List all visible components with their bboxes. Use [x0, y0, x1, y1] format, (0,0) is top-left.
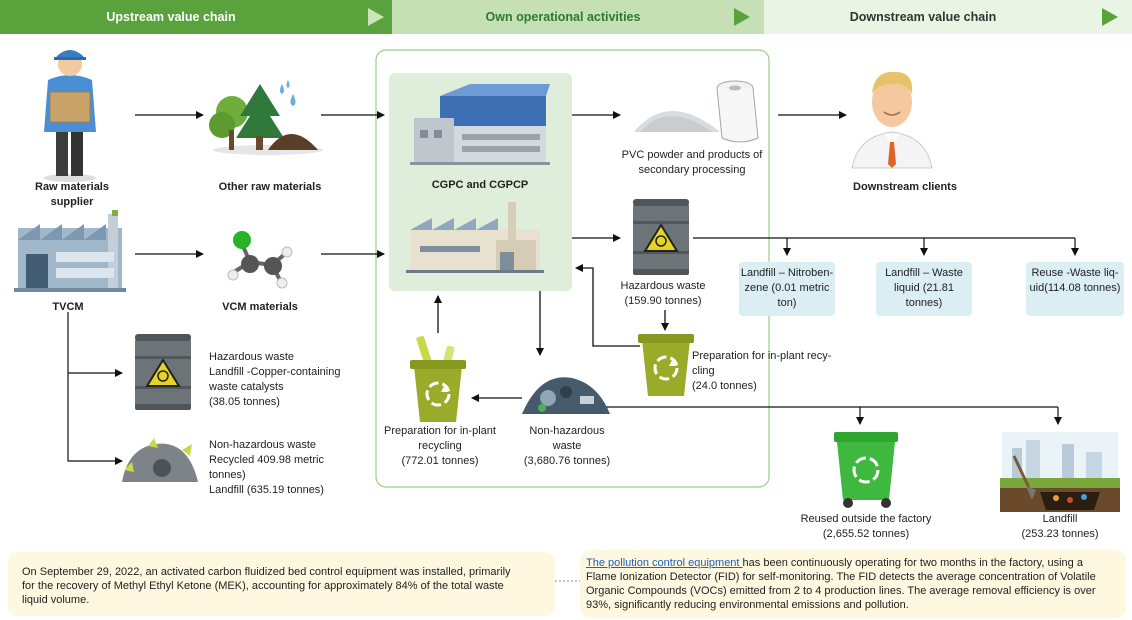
reused-outside-title: Reused outside the factory: [800, 513, 932, 525]
tvcm-nonhaz-line4: Landfill (635.19 tonnes): [209, 484, 324, 496]
raw-supplier-label: Raw materials supplier: [35, 181, 109, 208]
waste-pile-icon: [522, 377, 610, 414]
recycle-bin-with-bottles-icon: [408, 335, 468, 424]
arrow-tvcm-nonhaz: [67, 312, 123, 465]
tvcm-haz-line3: waste catalysts: [209, 381, 284, 393]
nitro-line3: ton): [777, 297, 797, 309]
note-right-line1: has been continuously operating for two …: [742, 557, 1083, 569]
chevron-right-icon: [1102, 8, 1118, 26]
pollution-control-link[interactable]: The pollution control equipment: [586, 557, 743, 569]
header-downstream-label: Downstream value chain: [849, 10, 997, 24]
pvc-powder-icon: [634, 80, 759, 143]
header-upstream: Upstream value chain: [0, 0, 392, 34]
prep-inplant-line1: Preparation for in-plant recy-: [692, 350, 832, 362]
tvcm-nonhaz-line1: Non-hazardous waste: [209, 439, 317, 451]
cgpc-factory-icon: [410, 84, 550, 165]
cgpc-label: CGPC and CGPCP: [431, 179, 529, 191]
box-reuse-waste-liquid: Reuse -Waste liq- uid(114.08 tonnes): [1026, 262, 1124, 316]
prep-inplant-label: Preparation for in-plant recy- cling (24…: [692, 349, 852, 394]
prep-inplant-line2: cling: [692, 365, 715, 377]
note-left-line3: liquid volume.: [22, 594, 90, 606]
tvcm-hazardous-text: Hazardous waste Landfill -Copper-contain…: [209, 350, 369, 410]
tvcm-nonhaz-line2: Recycled 409.98 metric: [209, 454, 324, 466]
header-own: Own operational activities: [392, 0, 764, 34]
tvcm-nonhaz-line3: tonnes): [209, 469, 246, 481]
note-left-line2: for the recovery of Methyl Ethyl Ketone …: [22, 580, 504, 592]
prep-recycling-label: Preparation for in-plant recycling (772.…: [376, 424, 504, 469]
note-left-line1: On September 29, 2022, an activated carb…: [22, 566, 511, 578]
landfill-amount: (253.23 tonnes): [1021, 528, 1099, 540]
reused-outside-label: Reused outside the factory (2,655.52 ton…: [790, 512, 942, 542]
arrow-prep-to-cgpc: [575, 264, 640, 347]
header-own-label: Own operational activities: [485, 10, 641, 24]
rock-pile-icon: [122, 438, 198, 482]
molecule-icon: [227, 231, 293, 289]
tvcm-factory-icon: [14, 210, 126, 292]
box-landfill-nitrobenzene: Landfill – Nitroben- zene (0.01 metric t…: [739, 262, 835, 316]
note-right-line3: Organic Compounds (VOCs) emitted from 2 …: [586, 585, 1096, 597]
vcm-label: VCM materials: [222, 301, 298, 313]
note-right-line2: Flame Ionization Detector (FID) for self…: [586, 571, 1096, 583]
tvcm-haz-line1: Hazardous waste: [209, 351, 294, 363]
hazardous-barrel-icon: [632, 198, 690, 276]
prep-recycling-line2: recycling: [418, 440, 462, 452]
pvc-label: PVC powder and products of secondary pro…: [621, 149, 763, 176]
nitro-line2: zene (0.01 metric: [744, 282, 830, 294]
nonhaz-line2: waste: [552, 440, 582, 452]
nitro-line1: Landfill – Nitroben-: [740, 267, 834, 279]
other-raw-label: Other raw materials: [218, 181, 322, 193]
hazardous-barrel-icon: [134, 333, 192, 411]
hazardous-waste-label: Hazardous waste (159.90 tonnes): [606, 279, 720, 309]
clients-label: Downstream clients: [853, 181, 957, 193]
reused-outside-amount: (2,655.52 tonnes): [822, 528, 910, 540]
liquid-line2: liquid (21.81: [894, 282, 954, 294]
note-pollution-control: The pollution control equipment has been…: [580, 550, 1126, 618]
chevron-right-icon: [734, 8, 750, 26]
nonhaz-label: Non-hazardous waste (3,680.76 tonnes): [512, 424, 622, 469]
landfill-icon: [1000, 432, 1120, 512]
reuse-line2: uid(114.08 tonnes): [1029, 282, 1121, 294]
prep-recycling-amount: (772.01 tonnes): [401, 455, 479, 467]
liquid-line3: tonnes): [905, 297, 943, 309]
tvcm-label: TVCM: [52, 301, 84, 313]
prep-recycling-line1: Preparation for in-plant: [384, 425, 496, 437]
nonhaz-amount: (3,680.76 tonnes): [523, 455, 611, 467]
prep-inplant-amount: (24.0 tonnes): [692, 380, 757, 392]
tvcm-nonhaz-text: Non-hazardous waste Recycled 409.98 metr…: [209, 438, 369, 498]
header-downstream: Downstream value chain: [764, 0, 1132, 34]
note-mek-recovery: On September 29, 2022, an activated carb…: [8, 552, 555, 616]
header-upstream-label: Upstream value chain: [106, 10, 236, 24]
reuse-line1: Reuse -Waste liq-: [1031, 267, 1119, 279]
note-right-line4: 93%, significantly reducing environmenta…: [586, 599, 909, 611]
cgpcp-factory-icon: [406, 202, 544, 273]
tree-icon: [209, 80, 323, 155]
landfill-label: Landfill (253.23 tonnes): [1010, 512, 1110, 542]
client-person-icon: [851, 71, 933, 169]
supplier-person-icon: [44, 50, 96, 182]
wheelie-bin-icon: [834, 432, 898, 508]
nonhaz-line1: Non-hazardous: [529, 425, 605, 437]
landfill-title: Landfill: [1042, 513, 1078, 525]
liquid-line1: Landfill – Waste: [885, 267, 963, 279]
hazardous-waste-title: Hazardous waste: [620, 280, 706, 292]
tvcm-haz-line2: Landfill -Copper-containing: [209, 366, 341, 378]
box-landfill-waste-liquid: Landfill – Waste liquid (21.81 tonnes): [876, 262, 972, 316]
chevron-right-icon: [368, 8, 384, 26]
hazardous-waste-amount: (159.90 tonnes): [624, 295, 702, 307]
tvcm-haz-line4: (38.05 tonnes): [209, 396, 280, 408]
